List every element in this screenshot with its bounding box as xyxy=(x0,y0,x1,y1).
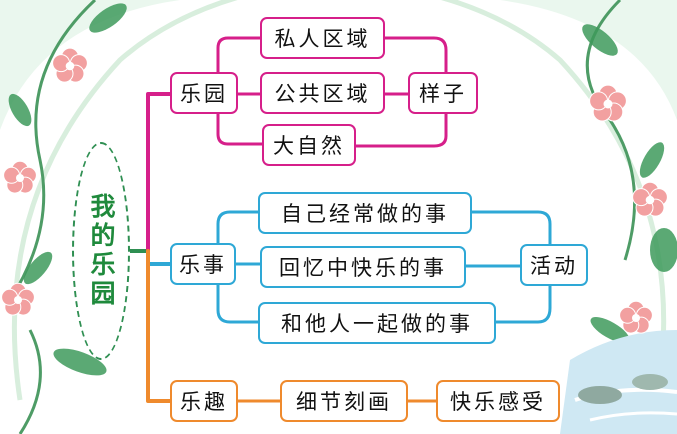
branch-node-leyuan: 乐园 xyxy=(170,72,238,114)
flower-icon xyxy=(589,84,627,122)
center-node: 我的乐园 xyxy=(72,142,130,360)
orange-trunk xyxy=(146,249,172,403)
flower-icon xyxy=(632,181,668,217)
flower-icon xyxy=(3,160,37,194)
leyuan-summary: 样子 xyxy=(408,72,478,114)
leshi-item-memory: 回忆中快乐的事 xyxy=(260,246,466,288)
flower-icon xyxy=(619,300,653,334)
leyuan-item-public-area: 公共区域 xyxy=(260,72,385,114)
flower-icon xyxy=(52,47,88,83)
leshi-item-routine: 自己经常做的事 xyxy=(258,192,472,234)
flower-icon xyxy=(1,282,35,316)
branch-node-leshi: 乐事 xyxy=(170,243,236,285)
river-scene xyxy=(560,330,677,434)
leshi-item-together: 和他人一起做的事 xyxy=(258,302,496,344)
lequ-step-detail: 细节刻画 xyxy=(280,380,408,422)
lequ-step-feeling: 快乐感受 xyxy=(436,380,560,422)
leyuan-item-private-area: 私人区域 xyxy=(260,17,385,59)
leyuan-item-nature: 大自然 xyxy=(262,124,356,166)
leaf-icon xyxy=(8,3,677,376)
flower-decorations xyxy=(1,47,668,334)
leshi-summary: 活动 xyxy=(520,244,588,286)
pink-trunk xyxy=(146,92,172,253)
branch-node-lequ: 乐趣 xyxy=(170,380,238,422)
center-title: 我的乐园 xyxy=(87,193,116,309)
